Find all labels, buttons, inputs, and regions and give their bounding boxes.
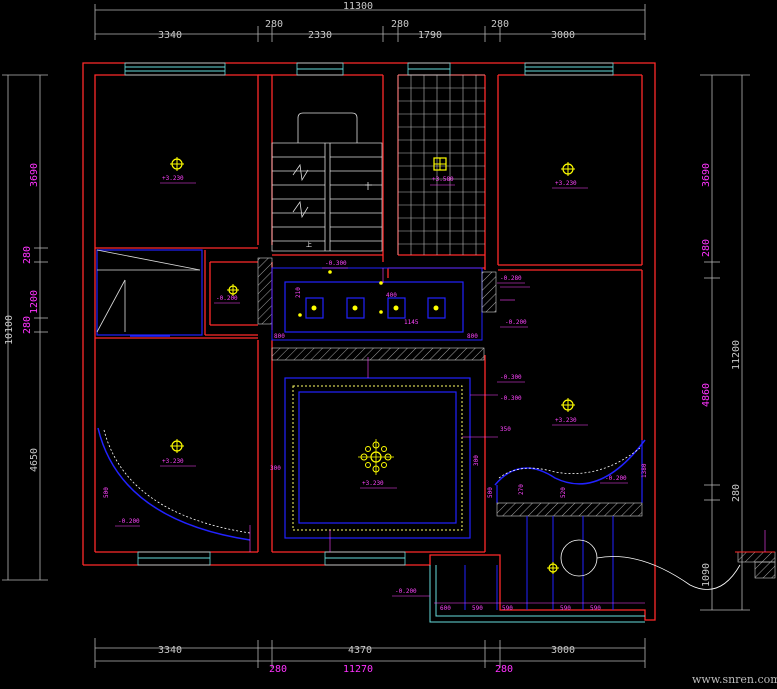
living-r-height: +3.230: [555, 417, 577, 424]
stair-up-label: 上: [306, 241, 312, 249]
balcony-size-5: 590: [590, 605, 601, 612]
left-dim-5: 4650: [29, 448, 40, 472]
living-ceiling-height: +3.230: [362, 480, 384, 487]
top-dim-1: 3340: [158, 30, 182, 41]
left-dim-2: 280: [22, 246, 33, 264]
top-wall-2: 280: [391, 19, 409, 30]
living-size-300: 300: [473, 455, 480, 466]
right-dim-6: 1090: [701, 563, 712, 587]
chandelier-icon: [358, 439, 394, 475]
dining-size-800-l: 800: [274, 333, 285, 340]
dining-size-400: 400: [386, 292, 397, 299]
bottom-dim-2: 4370: [348, 645, 372, 656]
right-dim-3: 11200: [731, 340, 742, 370]
left-dim-3: 1200: [29, 290, 40, 314]
dining-ceiling: -0.300 400 1145 210 800 800 -0.280: [271, 260, 530, 361]
bottom-dim-3: 3000: [551, 645, 575, 656]
bedroom-bottom-left: +3.230 -0.200 500: [97, 427, 251, 552]
top-total-dim: 11300: [343, 1, 373, 12]
left-total-dim: 10100: [4, 315, 15, 345]
left-dim-1: 3690: [29, 163, 40, 187]
storage-left-middle: -0.200: [96, 249, 273, 337]
bedroom-bl-size: 500: [103, 487, 110, 498]
top-dim-3: 1790: [418, 30, 442, 41]
living-r-size-1380: 1380: [641, 463, 648, 478]
bedroom-bl-height: +3.230: [162, 458, 184, 465]
left-dimension-chain: 10100 3690 280 1200 280 4650: [2, 74, 48, 581]
right-dim-2: 280: [701, 239, 712, 257]
bedroom-tl-height: +3.230: [162, 175, 184, 182]
corridor-drop-level: -0.280: [500, 275, 522, 282]
bathroom-fixture: +3.580: [430, 157, 455, 186]
top-wall-1: 280: [265, 19, 283, 30]
bottom-total-dim: 11270: [343, 664, 373, 675]
bathroom-tile-grid: [397, 74, 485, 255]
right-dim-4: 4860: [701, 383, 712, 407]
top-dimension-chain: 11300 3340 2330 1790 3000 280 280 280: [94, 1, 646, 42]
bedroom-bl-drop: -0.200: [118, 518, 140, 525]
top-dim-4: 3000: [551, 30, 575, 41]
balcony-ceiling: 600 590 590 590 590 -0.200: [392, 516, 741, 612]
outer-walls: [82, 62, 656, 621]
living-r-size-350: 350: [500, 426, 511, 433]
dining-size-800-r: 800: [467, 333, 478, 340]
windows: [124, 62, 645, 623]
top-dim-2: 2330: [308, 30, 332, 41]
living-size-300-left: 300: [270, 465, 281, 472]
right-dim-1: 3690: [701, 163, 712, 187]
bedroom-tr-height: +3.230: [555, 180, 577, 187]
top-wall-3: 280: [491, 19, 509, 30]
bottom-dim-1: 3340: [158, 645, 182, 656]
storage-drop-level: -0.200: [216, 295, 238, 302]
living-r-size-500: 500: [487, 487, 494, 498]
watermark: www.snren.com: [692, 673, 777, 686]
left-dim-4: 280: [22, 316, 33, 334]
bottom-wall-1: 280: [269, 664, 287, 675]
living-r-size-270: 270: [518, 484, 525, 495]
bath-ceiling-height: +3.580: [432, 176, 454, 183]
right-dim-5: 280: [731, 484, 742, 502]
balcony-size-2: 590: [472, 605, 483, 612]
balcony-drop: -0.200: [395, 588, 417, 595]
living-r-size-520: 520: [560, 487, 567, 498]
bedroom-top-right: +3.230: [552, 162, 588, 189]
living-r-drop-2: -0.200: [505, 319, 527, 326]
balcony-size-3: 590: [502, 605, 513, 612]
bottom-wall-2: 280: [495, 664, 513, 675]
right-dimension-chain: 3690 280 11200 4860 280 1090: [700, 74, 750, 611]
balcony-size-4: 590: [560, 605, 571, 612]
living-drop-level: -0.300: [500, 374, 522, 381]
dining-size-1145: 1145: [404, 319, 419, 326]
balcony-size-1: 600: [440, 605, 451, 612]
living-r-drop-3: -0.200: [605, 475, 627, 482]
living-r-size-250: -0.300: [500, 395, 522, 402]
section-detail: [735, 530, 776, 579]
dining-size-210: 210: [295, 287, 302, 298]
bottom-dimension-chain: 3340 4370 3000 280 280 11270: [94, 638, 646, 675]
staircase: 上: [271, 112, 383, 252]
bedroom-top-left: +3.230: [160, 157, 196, 184]
living-right-ceiling: +3.230 -0.200 -0.300 350 270 520 500 138…: [487, 319, 648, 517]
dining-drop-level: -0.300: [325, 260, 347, 267]
living-room-ceiling: +3.230 300 300 -0.300: [270, 357, 525, 552]
